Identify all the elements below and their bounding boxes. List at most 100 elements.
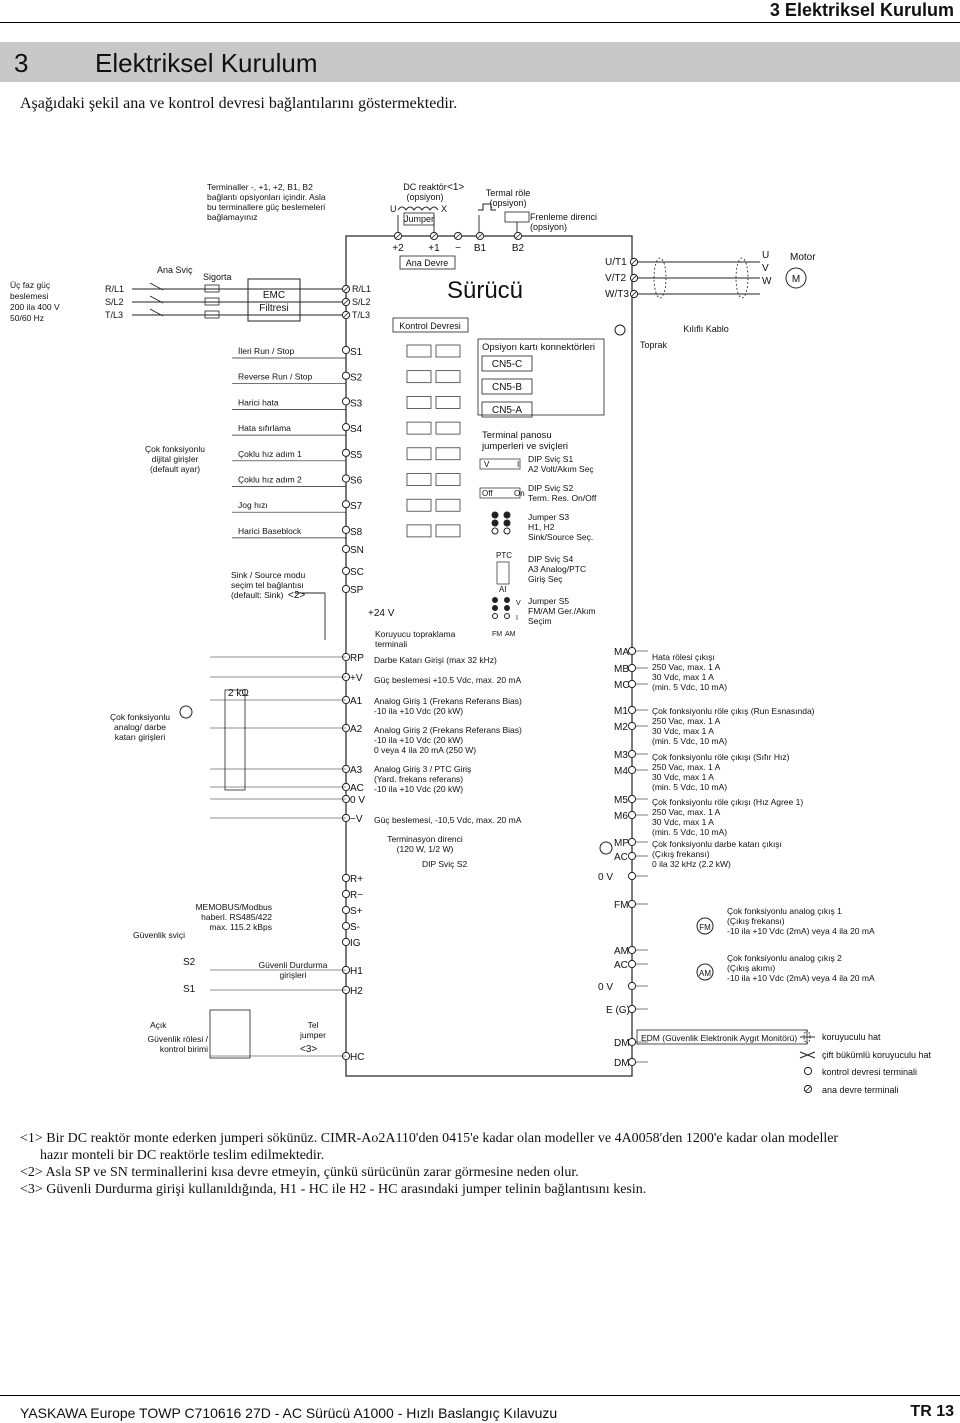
note-1-cont: hazır monteli bir DC reaktörle teslim ed…: [40, 1148, 325, 1163]
supply-label: 50/60 Hz: [10, 313, 44, 323]
relay-terminal: [627, 765, 637, 775]
emc-filter-label: Filtresi: [259, 303, 288, 314]
digital-input-group-label: dijital girişler: [152, 454, 199, 464]
digital-input-group-label: (default ayar): [150, 464, 200, 474]
digital-input-label: Çoklu hız adım 1: [238, 449, 302, 459]
dip-s1-i: I: [517, 460, 519, 469]
optocoupler: [435, 524, 461, 538]
ground-terminal-label: Koruyucu topraklama: [375, 629, 456, 639]
relay-terminal: [627, 663, 637, 673]
relay-terminal-label: 0 V: [598, 982, 613, 993]
thermal-relay-label: (opsiyon): [489, 198, 526, 208]
jumper-s3-pin: [503, 519, 511, 527]
termination-resistor-label: Terminasyon direnci: [387, 834, 463, 844]
legend-label: çift bükümlü koruyuculu hat: [822, 1050, 932, 1060]
note-1: <1> Bir DC reaktör monte ederken jumperi…: [20, 1131, 839, 1146]
digital-terminal-label: S2: [350, 373, 363, 384]
relay-desc: Çok fonksiyonlu röle çıkışı (Hız Agree 1…: [652, 797, 803, 807]
motor-label: Motor: [790, 252, 816, 263]
dc-reactor-label: (opsiyon): [406, 192, 443, 202]
drive-input-label: S/L2: [352, 297, 371, 307]
relay-desc: 0 ila 32 kHz (2.2 kW): [652, 859, 731, 869]
analog-desc: Analog Giriş 3 / PTC Giriş: [374, 764, 471, 774]
jumper-s3-pin: [503, 511, 511, 519]
analog-desc: Analog Giriş 2 (Frekans Referans Bias): [374, 725, 522, 735]
terminal-slash: [343, 299, 349, 305]
analog-input-group-label: katarı girişleri: [115, 732, 166, 742]
jumper-s5-label: FM/AM Ger./Akım: [528, 606, 596, 616]
cn5-box: [481, 355, 533, 372]
main-circuit-label: Ana Devre: [406, 258, 449, 268]
relay-terminal: [627, 871, 637, 881]
digital-terminal: [341, 345, 351, 355]
digital-common-label: SC: [350, 567, 364, 578]
relay-terminal-label: MA: [614, 647, 629, 658]
legend-label: koruyuculu hat: [822, 1032, 881, 1042]
analog-terminal-label: AC: [350, 783, 364, 794]
relay-desc: (min. 5 Vdc, 10 mA): [652, 736, 727, 746]
legend-label: ana devre terminali: [822, 1085, 899, 1095]
intro-text: Aşağıdaki şekil ana ve kontrol devresi b…: [20, 95, 458, 112]
relay-desc: Çok fonksiyonlu darbe katarı çıkışı: [652, 839, 782, 849]
digital-input-label: Çoklu hız adım 2: [238, 475, 302, 485]
modbus-label: max. 115.2 kBps: [209, 922, 272, 932]
fuse: [204, 284, 220, 293]
drive-input-label: R/L1: [352, 284, 371, 294]
main-circuit-box: [399, 255, 456, 270]
relay-terminal-label: M1: [614, 706, 628, 717]
analog-input-group-label: Çok fonksiyonlu: [110, 712, 170, 722]
relay-terminal-label: FM: [614, 900, 628, 911]
relay-terminal: [627, 851, 637, 861]
note-1-marker: <1>: [447, 182, 464, 193]
optocoupler: [406, 498, 432, 512]
terminal-slash: [515, 233, 521, 239]
input-line-label: R/L1: [105, 284, 124, 294]
analog-desc: Güç beslemesi, -10,5 Vdc, max. 20 mA: [374, 815, 522, 825]
supply-label: Üç faz güç: [10, 280, 51, 290]
safety-terminal-label: H2: [350, 986, 363, 997]
analog-terminal-label: −V: [350, 814, 363, 825]
relay-terminal: [627, 899, 637, 909]
page-number: TR 13: [910, 1403, 954, 1420]
analog-desc: 0 veya 4 ila 20 mA (250 W): [374, 745, 476, 755]
relay-terminal: [627, 1004, 637, 1014]
note-3-marker: <3>: [300, 1044, 317, 1055]
relay-desc: 250 Vac, max. 1 A: [652, 662, 721, 672]
relay-desc: 30 Vdc, max 1 A: [652, 672, 714, 682]
relay-desc: -10 ila +10 Vdc (2mA) veya 4 ila 20 mA: [727, 926, 875, 936]
drive-input-label: T/L3: [352, 310, 370, 320]
relay-desc: Çok fonksiyonlu röle çıkış (Run Esnasınd…: [652, 706, 815, 716]
jumper-s5-label: Seçim: [528, 616, 552, 626]
option-connector-box: [477, 338, 605, 416]
analog-terminal-label: +V: [350, 673, 363, 684]
note-2: <2> Asla SP ve SN terminallerini kısa de…: [20, 1165, 579, 1180]
digital-terminal-label: S5: [350, 450, 363, 461]
thermal-symbol: [478, 203, 496, 211]
relay-desc: Çok fonksiyonlu röle çıkışı (Sıfır Hız): [652, 752, 790, 762]
potentiometer-label: 2 kΩ: [228, 688, 249, 699]
note-2-marker: <2>: [288, 590, 305, 601]
dc-x-label: X: [441, 204, 447, 214]
terminal-note: bu terminallere güç beslemeleri: [207, 202, 325, 212]
ground-icon: [614, 324, 626, 336]
digital-terminal: [341, 423, 351, 432]
jumper-s3-label: H1, H2: [528, 522, 555, 532]
jumper-s5-pin: [492, 597, 498, 603]
relay-terminal-label: MB: [614, 664, 629, 675]
dip-s1-icon: [479, 458, 521, 470]
digital-common-label: SN: [350, 545, 364, 556]
relay-terminal: [627, 810, 637, 820]
dip-s2-off: Off: [482, 489, 493, 498]
relay-terminal-label: AM: [614, 946, 629, 957]
digital-common-terminal: [341, 584, 351, 594]
dip-s4-label: DIP Sviç S4: [528, 554, 573, 564]
terminal-slash: [805, 1086, 811, 1092]
relay-terminal: [627, 646, 637, 656]
dip-s2-label: Term. Res. On/Off: [528, 493, 597, 503]
jumper-s5-am: AM: [505, 631, 516, 638]
analog-input-group-label: analog/ darbe: [114, 722, 166, 732]
safe-stop-inputs-label: Güvenli Durdurma: [259, 960, 328, 970]
jumper-s5-pin: [504, 605, 510, 611]
terminal-slash: [631, 291, 637, 297]
